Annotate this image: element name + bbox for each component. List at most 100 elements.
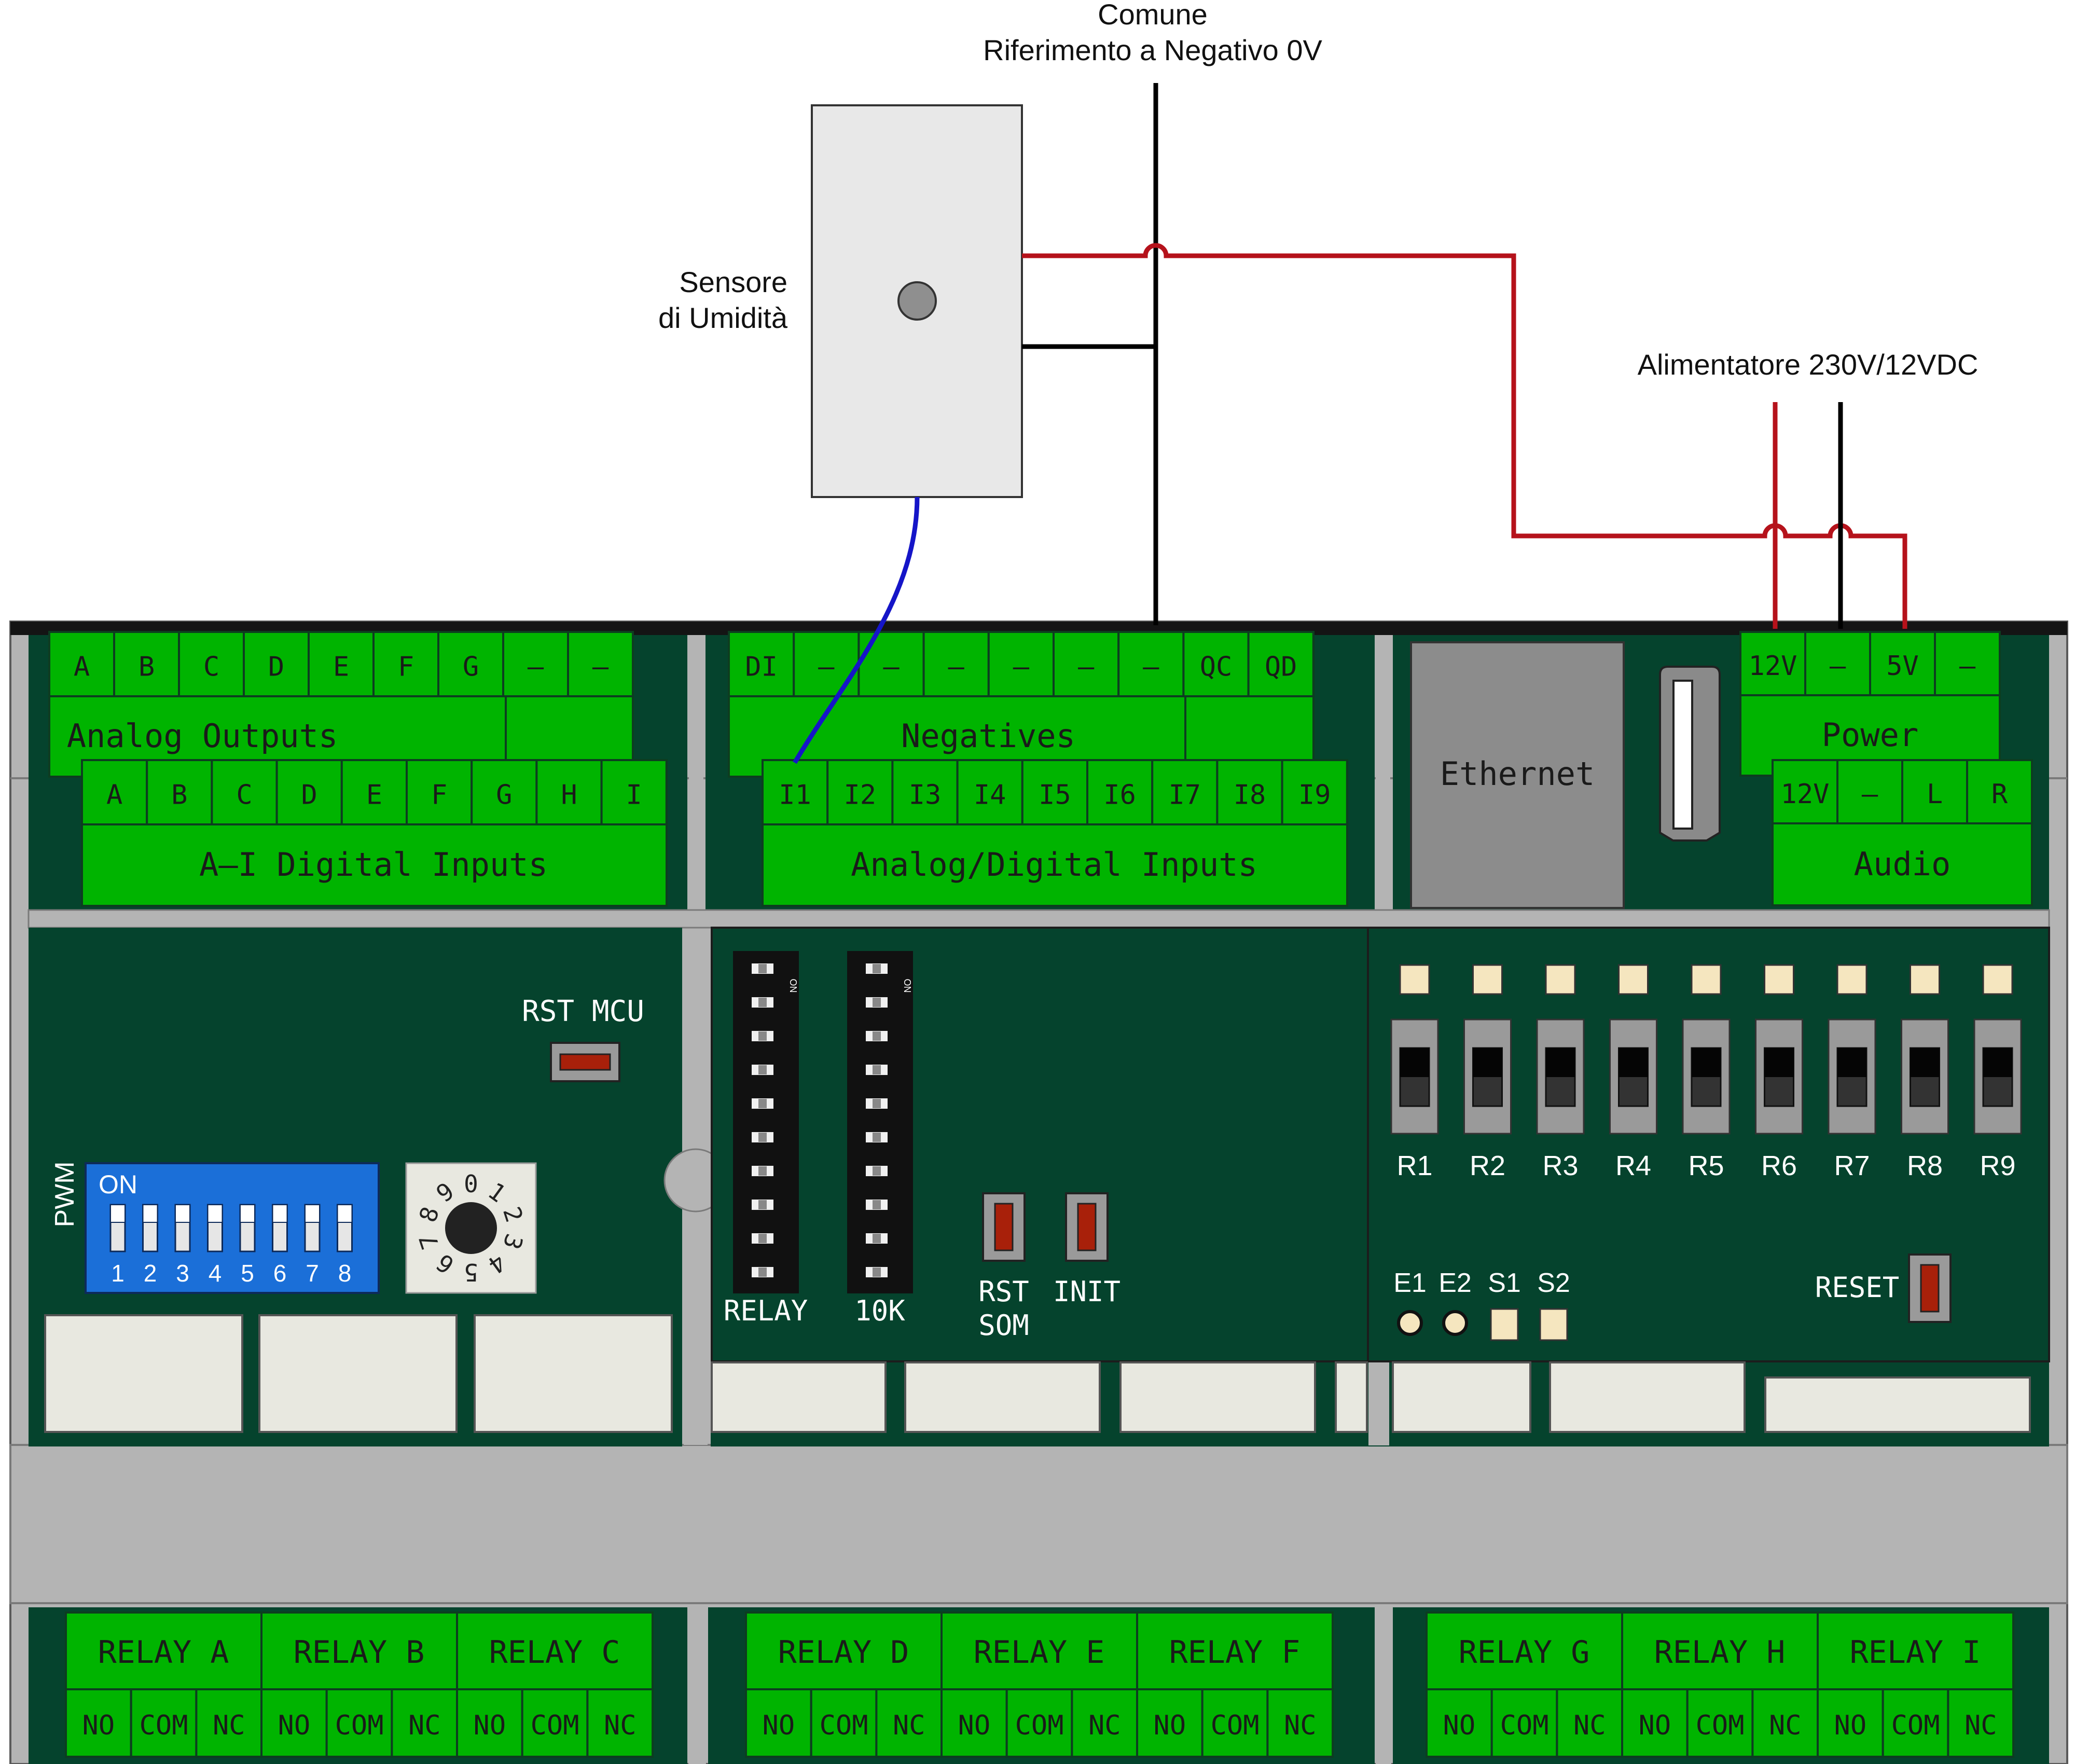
tenk-dip-toggle[interactable] xyxy=(865,1030,889,1042)
relay-contact-terminal[interactable] xyxy=(260,1688,328,1758)
rst-mcu-button[interactable] xyxy=(550,1042,620,1082)
relay-manual-switch[interactable] xyxy=(1463,1018,1512,1135)
ad-input-terminal[interactable] xyxy=(891,759,959,825)
audio-terminal[interactable] xyxy=(1966,759,2033,824)
relay-contact-terminal[interactable] xyxy=(1490,1688,1558,1758)
tenk-dip-toggle[interactable] xyxy=(865,1266,889,1278)
tenk-dip-toggle[interactable] xyxy=(865,962,889,975)
digital-input-terminal[interactable] xyxy=(146,759,213,825)
analog-output-terminal[interactable] xyxy=(243,631,310,697)
relay-contact-terminal[interactable] xyxy=(745,1688,812,1758)
tenk-dip-toggle[interactable] xyxy=(865,1198,889,1211)
relay-manual-switch[interactable] xyxy=(1828,1018,1876,1135)
relay-manual-switch[interactable] xyxy=(1682,1018,1731,1135)
relay-contact-terminal[interactable] xyxy=(1136,1688,1204,1758)
relay-contact-terminal[interactable] xyxy=(1005,1688,1073,1758)
digital-input-terminal[interactable] xyxy=(406,759,473,825)
relay-led xyxy=(1982,964,2013,995)
relay-contact-terminal[interactable] xyxy=(810,1688,878,1758)
relay-dip-toggle[interactable] xyxy=(751,1131,774,1143)
relay-dip-toggle[interactable] xyxy=(751,1165,774,1177)
digital-input-terminal[interactable] xyxy=(275,759,343,825)
tenk-dip-toggle[interactable] xyxy=(865,1097,889,1110)
ad-input-terminal[interactable] xyxy=(1216,759,1283,825)
relay-manual-switch[interactable] xyxy=(1755,1018,1803,1135)
digital-input-terminal[interactable] xyxy=(340,759,408,825)
negative-terminal[interactable] xyxy=(987,631,1055,697)
pwm-dip-number: 6 xyxy=(273,1260,287,1287)
ad-input-terminal[interactable] xyxy=(1281,759,1348,825)
tenk-dip-toggle[interactable] xyxy=(865,1064,889,1076)
tenk-dip-toggle[interactable] xyxy=(865,1131,889,1143)
tenk-dip-switch[interactable]: ON xyxy=(847,951,913,1293)
relay-manual-switch[interactable] xyxy=(1390,1018,1439,1135)
negative-terminal[interactable] xyxy=(922,631,990,697)
digital-input-terminal[interactable] xyxy=(600,759,668,825)
relay-contact-terminal[interactable] xyxy=(1686,1688,1754,1758)
relay-contact-terminal[interactable] xyxy=(456,1688,523,1758)
relay-contact-terminal[interactable] xyxy=(940,1688,1008,1758)
relay-dip-toggle[interactable] xyxy=(751,1064,774,1076)
relay-contact-terminal[interactable] xyxy=(1556,1688,1624,1758)
reset-button[interactable] xyxy=(1908,1253,1952,1323)
relay-contact-terminal[interactable] xyxy=(325,1688,393,1758)
relay-dip-toggle[interactable] xyxy=(751,1232,774,1245)
relay-manual-switch[interactable] xyxy=(1609,1018,1657,1135)
power-terminal[interactable] xyxy=(1934,631,2001,696)
negative-terminal[interactable] xyxy=(1117,631,1185,697)
relay-dip-toggle[interactable] xyxy=(751,962,774,975)
relay-contact-terminal[interactable] xyxy=(1947,1688,2015,1758)
tenk-dip-toggle[interactable] xyxy=(865,1165,889,1177)
tenk-dip-toggle[interactable] xyxy=(865,1232,889,1245)
rst-som-button[interactable] xyxy=(982,1192,1026,1262)
relay-manual-switch[interactable] xyxy=(1901,1018,1949,1135)
ad-input-terminal[interactable] xyxy=(1021,759,1089,825)
power-terminal[interactable] xyxy=(1869,631,1936,696)
ethernet-port[interactable] xyxy=(1410,641,1625,909)
relay-dip-toggle[interactable] xyxy=(751,1198,774,1211)
relay-contact-terminal[interactable] xyxy=(875,1688,943,1758)
ad-input-terminal[interactable] xyxy=(826,759,894,825)
audio-terminal[interactable] xyxy=(1772,759,1838,824)
relay-contact-terminal[interactable] xyxy=(1266,1688,1334,1758)
digital-input-terminal[interactable] xyxy=(535,759,603,825)
pwm-dip-lever xyxy=(337,1204,353,1223)
negative-terminal[interactable] xyxy=(728,631,795,697)
reset-label: RESET xyxy=(1815,1271,1900,1304)
relay-contact-terminal[interactable] xyxy=(391,1688,459,1758)
tenk-dip-divider xyxy=(873,1166,881,1176)
negative-terminal[interactable] xyxy=(1247,631,1315,697)
power-terminal[interactable] xyxy=(1739,631,1806,696)
relay-contact-terminal[interactable] xyxy=(1882,1688,1949,1758)
tenk-dip-toggle[interactable] xyxy=(865,996,889,1009)
relay-manual-switch[interactable] xyxy=(1973,1018,2022,1135)
digital-input-terminal[interactable] xyxy=(211,759,278,825)
analog-output-terminal[interactable] xyxy=(567,631,634,697)
analog-output-terminal[interactable] xyxy=(308,631,375,697)
relay-dip-toggle[interactable] xyxy=(751,996,774,1009)
analog-output-terminal-label: A xyxy=(74,651,90,682)
init-button[interactable] xyxy=(1065,1192,1109,1262)
pwm-dip-number: 5 xyxy=(241,1260,254,1287)
analog-output-terminal[interactable] xyxy=(48,631,115,697)
relay-contact-terminal[interactable] xyxy=(1071,1688,1139,1758)
audio-terminal[interactable] xyxy=(1836,759,1903,824)
negative-terminal[interactable] xyxy=(1053,631,1120,697)
ad-input-terminal[interactable] xyxy=(1151,759,1219,825)
status-label: S1 xyxy=(1488,1268,1521,1298)
relay-title: RELAY G xyxy=(1459,1634,1590,1671)
relay-contact-terminal[interactable] xyxy=(586,1688,654,1758)
relay-dip-switch[interactable]: ON xyxy=(733,951,799,1293)
negative-terminal[interactable] xyxy=(793,631,860,697)
relay-dip-toggle[interactable] xyxy=(751,1097,774,1110)
relay-dip-toggle[interactable] xyxy=(751,1266,774,1278)
relay-contact-terminal[interactable] xyxy=(195,1688,263,1758)
digital-input-terminal[interactable] xyxy=(471,759,538,825)
relay-contact-terminal[interactable] xyxy=(521,1688,589,1758)
relay-manual-switch[interactable] xyxy=(1536,1018,1585,1135)
relay-dip-toggle[interactable] xyxy=(751,1030,774,1042)
ad-input-terminal[interactable] xyxy=(1086,759,1154,825)
relay-contact-label: NO xyxy=(1639,1710,1671,1741)
